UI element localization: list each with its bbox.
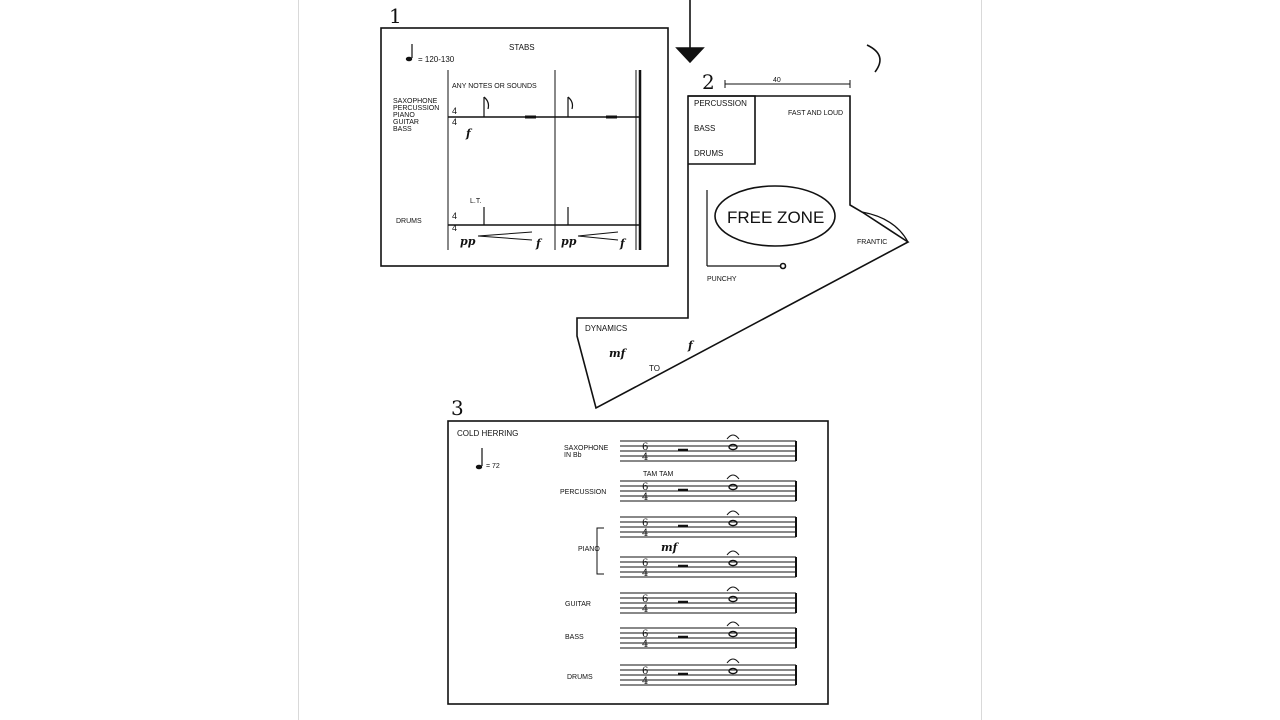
whole-note bbox=[728, 483, 738, 491]
free-zone-ellipse bbox=[714, 185, 836, 247]
instrument-label: PERCUSSION bbox=[560, 489, 607, 496]
section2-instrument: PERCUSSION bbox=[694, 99, 747, 108]
time-signature-digit: 4 bbox=[642, 568, 648, 579]
whole-note bbox=[728, 559, 738, 567]
time-signature-digit: 6 bbox=[642, 594, 648, 605]
whole-note bbox=[728, 667, 738, 675]
instrument-label: BASS bbox=[565, 634, 584, 641]
instrument-label: PERCUSSION bbox=[393, 105, 440, 112]
free-zone-label: FREE ZONE bbox=[727, 208, 825, 227]
section2-instrument: BASS bbox=[694, 124, 716, 133]
frantic-label: FRANTIC bbox=[857, 239, 888, 246]
dynamic-mark: mf bbox=[661, 541, 678, 554]
section1-number: 1 bbox=[389, 4, 402, 28]
whole-note bbox=[728, 630, 738, 638]
dynamic-mark: f bbox=[536, 237, 541, 250]
time-signature-digit: 6 bbox=[642, 629, 648, 640]
whole-note bbox=[728, 443, 738, 451]
fermata-mark bbox=[726, 550, 740, 556]
tam-tam-label: TAM TAM bbox=[643, 471, 674, 478]
fermata-mark bbox=[726, 586, 740, 592]
whole-note bbox=[728, 519, 738, 527]
section1-title: STABS bbox=[509, 43, 535, 52]
section2-duration: 40 bbox=[773, 77, 781, 84]
section1-instruments: SAXOPHONE PERCUSSION PIANO GUITAR BASS bbox=[393, 98, 439, 133]
punchy-label: PUNCHY bbox=[707, 276, 737, 283]
time-signature-digit: 4 bbox=[642, 639, 648, 650]
fermata-mark bbox=[726, 434, 740, 440]
time-signature-digit: 6 bbox=[642, 666, 648, 677]
section3-title: COLD HERRING bbox=[457, 429, 519, 438]
instrument-label: GUITAR bbox=[565, 601, 591, 608]
time-signature-digit: 6 bbox=[642, 442, 648, 453]
instrument-label: DRUMS bbox=[567, 674, 593, 681]
time-signature-bottom: 4 bbox=[452, 223, 458, 233]
dynamic-mark: f bbox=[466, 127, 471, 140]
fermata-mark bbox=[726, 510, 740, 516]
section1-box bbox=[380, 27, 669, 267]
time-signature-top: 4 bbox=[452, 211, 458, 221]
section2-outline bbox=[576, 95, 910, 410]
section3-tempo: = 72 bbox=[486, 463, 500, 470]
section2-instrument: DRUMS bbox=[694, 149, 724, 158]
time-signature-top: 4 bbox=[452, 106, 458, 116]
fermata-mark bbox=[726, 474, 740, 480]
section2-tempo-text: FAST AND LOUD bbox=[788, 110, 844, 117]
instrument-label: BASS bbox=[393, 126, 412, 133]
instrument-label: PIANO bbox=[578, 546, 600, 553]
section3-box bbox=[447, 420, 829, 705]
section1-note-above: ANY NOTES OR SOUNDS bbox=[452, 83, 537, 90]
section3-number: 3 bbox=[451, 396, 464, 420]
whole-note bbox=[728, 595, 738, 603]
instrument-label: GUITAR bbox=[393, 119, 419, 126]
dynamic-mark: pp bbox=[561, 235, 577, 248]
time-signature-digit: 4 bbox=[642, 452, 648, 463]
time-signature-digit: 4 bbox=[642, 604, 648, 615]
time-signature-digit: 4 bbox=[642, 528, 648, 539]
time-signature-bottom: 4 bbox=[452, 117, 458, 127]
arrow-head bbox=[675, 47, 705, 64]
instrument-label: SAXOPHONE bbox=[393, 98, 438, 105]
dynamic-mark: f bbox=[688, 339, 693, 352]
section1-lt: L.T. bbox=[470, 198, 482, 205]
time-signature-digit: 6 bbox=[642, 558, 648, 569]
instrument-label: SAXOPHONE bbox=[564, 445, 609, 452]
time-signature-digit: 4 bbox=[642, 492, 648, 503]
section1-drums-label: DRUMS bbox=[396, 218, 422, 225]
dynamic-mark: pp bbox=[460, 235, 476, 248]
fermata-mark bbox=[726, 658, 740, 664]
time-signature-digit: 6 bbox=[642, 518, 648, 529]
dynamics-to: TO bbox=[649, 364, 660, 373]
time-signature-digit: 6 bbox=[642, 482, 648, 493]
section1-tempo: = 120-130 bbox=[418, 55, 455, 64]
instrument-label: PIANO bbox=[393, 112, 415, 119]
dynamic-mark: f bbox=[620, 237, 625, 250]
section2-number: 2 bbox=[702, 70, 715, 94]
time-signature-digit: 4 bbox=[642, 676, 648, 687]
fermata-mark bbox=[726, 621, 740, 627]
dynamics-label: DYNAMICS bbox=[585, 324, 628, 333]
dynamic-mark: mf bbox=[609, 347, 626, 360]
instrument-label: IN Bb bbox=[564, 452, 582, 459]
